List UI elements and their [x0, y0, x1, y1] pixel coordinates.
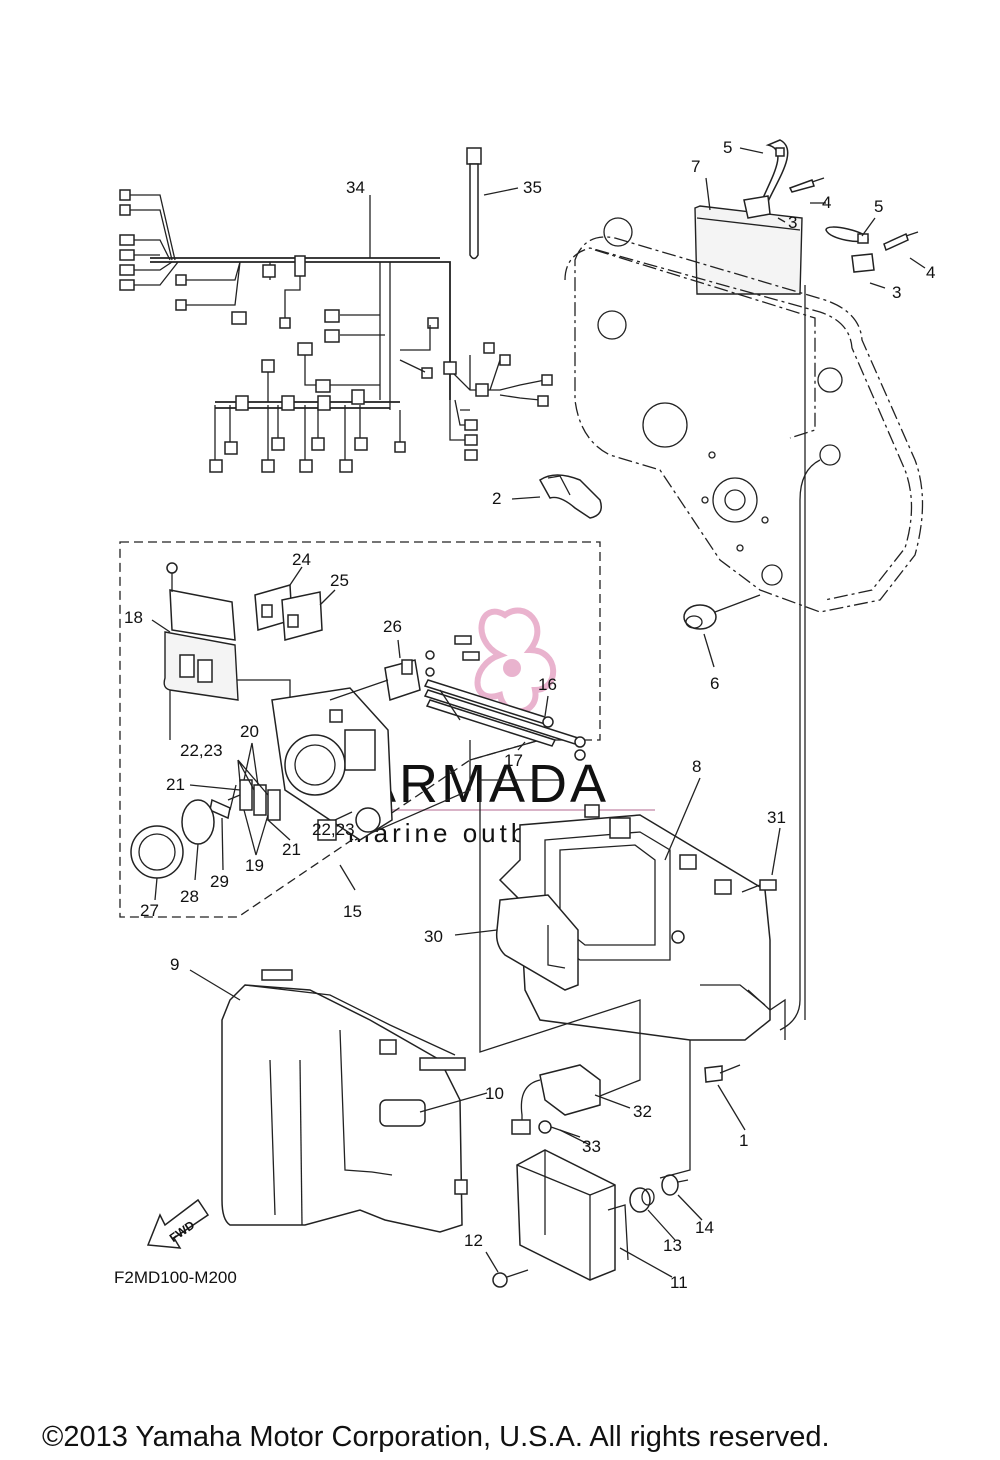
callout-3: 3 [892, 283, 901, 302]
callout-34: 34 [346, 178, 365, 197]
cable-tie [466, 147, 482, 260]
injector-set [423, 635, 586, 761]
relay-25 [281, 591, 323, 641]
bolt-12 [492, 1269, 529, 1288]
callout-27: 27 [140, 901, 159, 920]
cover-9 [221, 969, 468, 1233]
bracket-panel [564, 217, 924, 1031]
grommet-13 [629, 1187, 655, 1213]
watermark-brand: ARMADA [360, 754, 609, 814]
callout-2: 2 [492, 489, 501, 508]
cap-27 [130, 825, 184, 879]
callout-28: 28 [180, 887, 199, 906]
callout-30: 30 [424, 927, 443, 946]
clamp-set-upper [743, 139, 825, 219]
callout-8: 8 [692, 757, 701, 776]
callout-7: 7 [691, 157, 700, 176]
collar-14 [661, 1174, 689, 1196]
callout-12: 12 [464, 1231, 483, 1250]
callout-16: 16 [538, 675, 557, 694]
ecu-11 [516, 1149, 629, 1281]
sensor-32 [511, 1064, 601, 1135]
propeller-logo-icon [474, 607, 557, 715]
callout-4: 4 [926, 263, 935, 282]
callout-29: 29 [210, 872, 229, 891]
throttle-body [271, 679, 393, 841]
callout-4: 4 [822, 193, 831, 212]
callout-14: 14 [695, 1218, 714, 1237]
callout-35: 35 [523, 178, 542, 197]
callout-32: 32 [633, 1102, 652, 1121]
callout-13: 13 [663, 1236, 682, 1255]
leader-lines [151, 147, 926, 1278]
diagram-code: F2MD100-M200 [114, 1268, 237, 1287]
callout-labels: 5 7 4 3 5 4 3 34 35 2 6 24 25 18 26 16 1… [124, 138, 935, 1292]
callout-6: 6 [710, 674, 719, 693]
callout-1: 1 [739, 1131, 748, 1150]
clamp-set-right [825, 226, 919, 273]
callout-31: 31 [767, 808, 786, 827]
wire-harness [119, 189, 553, 473]
callout-11: 11 [670, 1273, 688, 1292]
fwd-arrow-icon: FWD [146, 1198, 210, 1249]
copyright-notice: ©2013 Yamaha Motor Corporation, U.S.A. A… [42, 1421, 830, 1453]
callout-22-23: 22,23 [180, 741, 223, 760]
callout-17: 17 [504, 751, 523, 770]
callout-25: 25 [330, 571, 349, 590]
bolt-31 [741, 879, 777, 893]
sensor-26 [384, 659, 421, 701]
callout-21: 21 [166, 775, 185, 794]
callout-9: 9 [170, 955, 179, 974]
callout-22-23: 22,23 [312, 820, 355, 839]
clamp-2 [539, 474, 602, 519]
callout-24: 24 [292, 550, 311, 569]
plate-7 [694, 205, 803, 295]
callout-18: 18 [124, 608, 143, 627]
callout-33: 33 [582, 1137, 601, 1156]
o-ring-28 [181, 799, 215, 845]
callout-10: 10 [485, 1084, 504, 1103]
callout-15: 15 [343, 902, 362, 921]
callout-20: 20 [240, 722, 259, 741]
callout-3: 3 [788, 213, 797, 232]
callout-26: 26 [383, 617, 402, 636]
callout-19: 19 [245, 856, 264, 875]
callout-5: 5 [723, 138, 732, 157]
bolt-1 [704, 1064, 741, 1083]
bolt-33 [538, 1120, 581, 1138]
callout-5: 5 [874, 197, 883, 216]
grommet-6 [683, 594, 761, 630]
relay-cover-18 [163, 562, 239, 701]
callout-21: 21 [282, 840, 301, 859]
